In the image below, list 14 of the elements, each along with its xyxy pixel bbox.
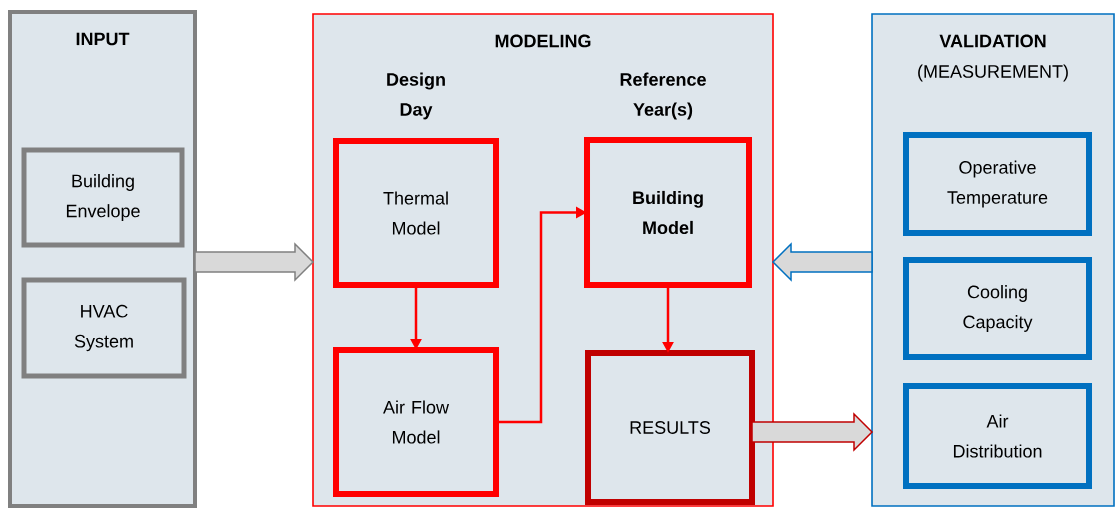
process-box: Building Envelope [21,147,185,248]
block-arrow [751,412,874,452]
column-heading: Design Day [387,72,445,120]
process-box: RESULTS [585,350,755,505]
column-heading: Reference Year(s) [620,72,706,120]
process-box: Air Distribution [903,383,1092,489]
process-box: Cooling Capacity [903,257,1092,360]
process-box: Air Flow Model [333,347,499,497]
process-box: Building Model [584,137,752,288]
process-box: Operative Temperature [903,132,1092,236]
process-box: HVAC System [21,277,187,379]
block-arrow [194,242,315,282]
process-box: Thermal Model [333,138,499,288]
block-arrow [771,242,873,282]
